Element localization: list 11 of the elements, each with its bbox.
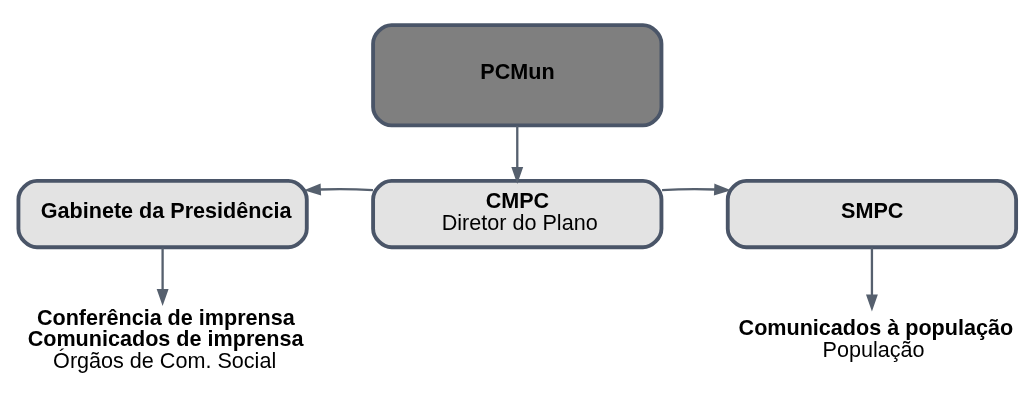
node-box: CMPC Diretor do Plano: [371, 179, 664, 250]
node-box: SMPC: [725, 179, 1019, 250]
arrow: [156, 247, 169, 307]
arrow: [511, 125, 524, 185]
arrow: [303, 183, 374, 196]
node-box: PCMun: [371, 23, 664, 128]
node-text: Comunicados à população População: [738, 315, 1014, 363]
arrow: [866, 247, 878, 312]
arrow: [662, 183, 732, 196]
node-box: Gabinete da Presidência: [16, 179, 309, 250]
node-text: Conferência de imprensa Comunicados de imprensa Órgãos de Com. Social: [27, 304, 304, 373]
